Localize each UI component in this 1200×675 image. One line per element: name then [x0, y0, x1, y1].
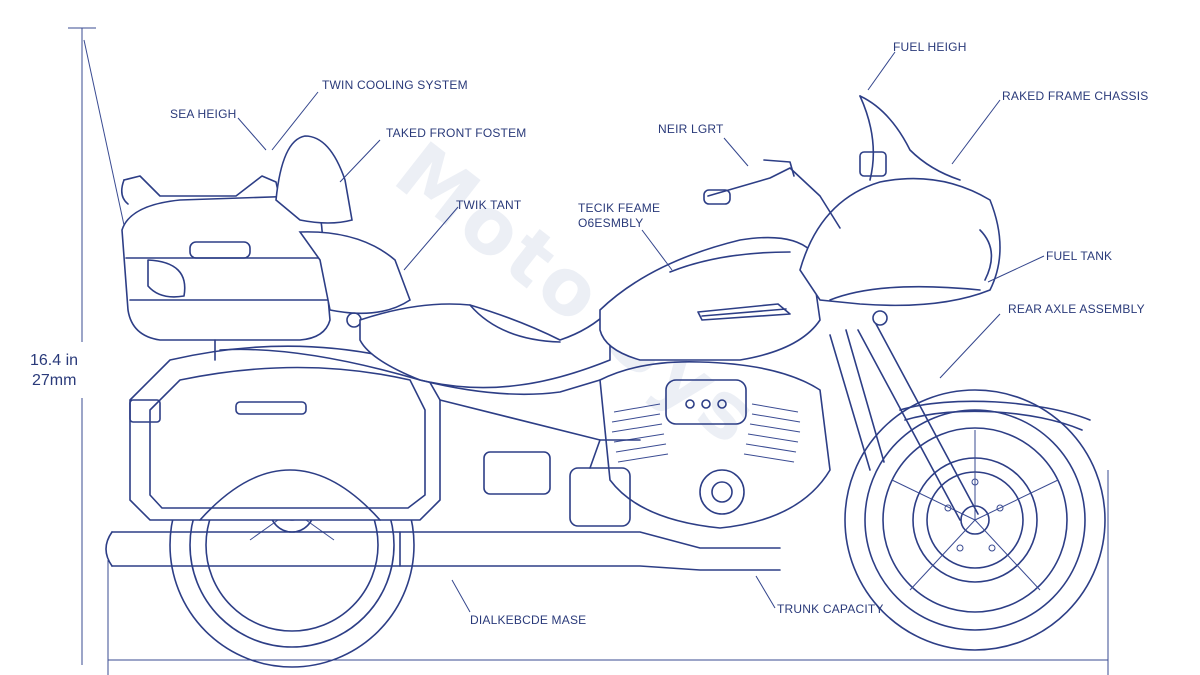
label-tecik-feame: TECIK FEAME [578, 201, 661, 215]
label-twin-cooling-system: TWIN COOLING SYSTEM [322, 78, 468, 92]
seat [359, 303, 611, 389]
dimension-lines [68, 27, 1109, 675]
label-fuel-heigh: FUEL HEIGH [893, 40, 967, 54]
label-dialkebcde-mase: DIALKEBCDE MASE [470, 613, 587, 627]
frame-body [214, 339, 601, 441]
handlebars [703, 159, 841, 229]
leader-lines [237, 51, 1045, 613]
label-raked-frame-chassis: RAKED FRAME CHASSIS [1002, 89, 1149, 103]
front-fork [829, 323, 979, 521]
label-twik-tant: TWIK TANT [456, 198, 522, 212]
label-fuel-tank: FUEL TANK [1046, 249, 1113, 263]
label-trunk-capacity: TRUNK CAPACITY [777, 602, 884, 616]
tour-pack [120, 135, 411, 341]
dimension-value-inches: 16.4 in [30, 352, 79, 369]
label-rear-axle-assembly: REAR AXLE ASSEMBLY [1008, 302, 1145, 316]
exhaust-pipe [105, 531, 781, 571]
dimension-value-mm: 27mm [32, 372, 77, 389]
label-taked-front-fostem: TAKED FRONT FOSTEM [386, 126, 527, 140]
fairing [799, 95, 1001, 326]
label-o6esmbly: O6ESMBLY [578, 216, 644, 230]
front-wheel [844, 389, 1106, 651]
label-neir-lgrt: NEIR LGRT [658, 122, 724, 136]
engine [483, 361, 831, 529]
fuel-tank [599, 236, 821, 361]
saddlebag [129, 345, 441, 521]
label-sea-heigh: SEA HEIGH [170, 107, 237, 121]
